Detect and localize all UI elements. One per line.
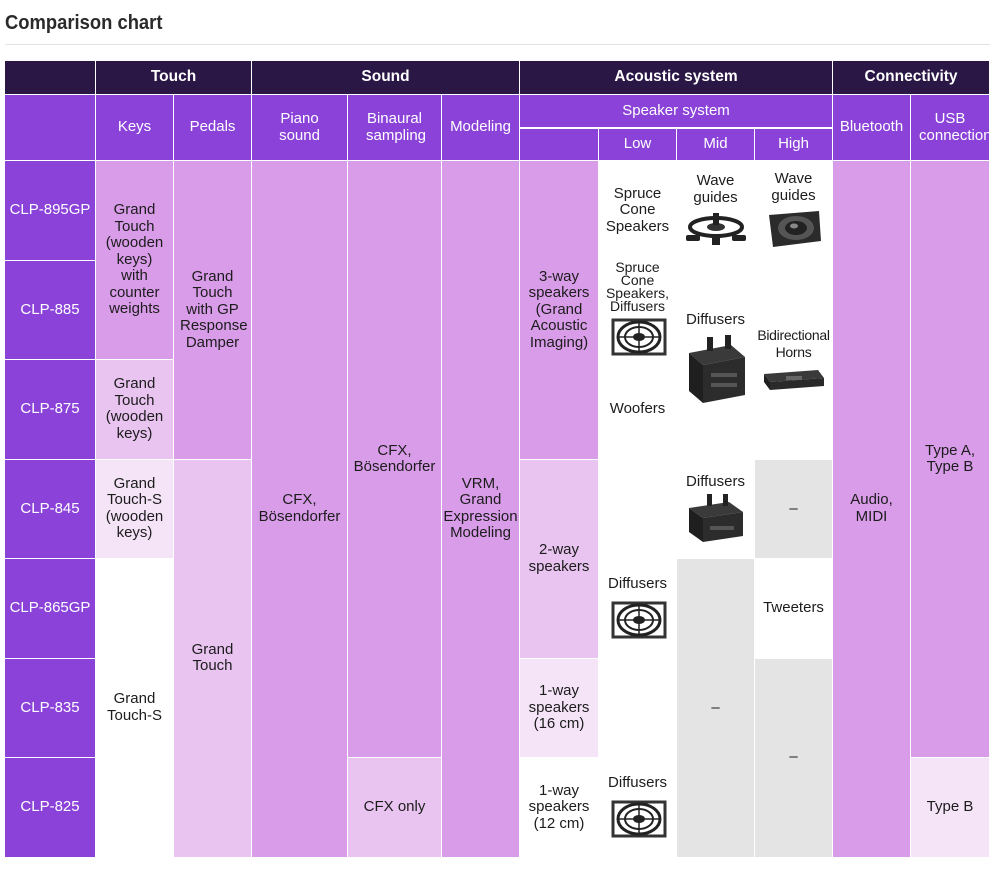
model-label: CLP-895GP <box>5 161 96 261</box>
modeling-cell: VRM, Grand Expression Modeling <box>442 161 520 858</box>
header-mid: Mid <box>677 128 755 161</box>
pedals-gp-response-damper: Grand Touch with GP Response Damper <box>180 267 248 351</box>
usb-cell: Type A, Type B <box>911 161 991 758</box>
keys-grand-touch-counter-weights: Grand Touch (wooden keys) with counter w… <box>105 201 164 318</box>
low-diffusers: Diffusers <box>608 575 667 592</box>
diffuser-icon <box>688 334 745 403</box>
header-binaural-sampling: Binaural sampling <box>348 95 442 161</box>
header-speaker-system: Speaker system <box>520 95 834 128</box>
wave-guide-mid-icon <box>685 213 746 246</box>
speaker-grille-icon <box>611 318 666 356</box>
header-low: Low <box>599 128 677 161</box>
model-label: CLP-845 <box>5 459 96 559</box>
high-cell: – <box>755 658 834 858</box>
high-none: – <box>789 748 798 766</box>
binaural-cfx-only: CFX only <box>363 798 426 815</box>
mid-diffusers: Diffusers <box>686 311 745 329</box>
low-cell: Woofers <box>599 360 677 460</box>
speaker-1way-12cm: 1-way speakers (12 cm) <box>528 781 590 832</box>
mid-none: – <box>711 698 720 716</box>
low-woofers: Woofers <box>609 400 666 417</box>
low-cell: Diffusers <box>599 459 677 758</box>
mid-diffusers-845: Diffusers <box>686 473 745 490</box>
model-label: CLP-875 <box>5 360 96 460</box>
pedals-grand-touch: Grand Touch <box>191 640 234 674</box>
pedals-cell: Grand Touch with GP Response Damper <box>174 161 252 460</box>
bidirectional-horn-icon <box>763 370 824 390</box>
low-cell: Diffusers <box>599 758 677 858</box>
keys-cell: Grand Touch (wooden keys) with counter w… <box>96 161 174 360</box>
speaker-system-cell: 2-way speakers <box>520 459 599 659</box>
high-cell: Tweeters <box>755 559 834 659</box>
low-spruce-cone: Spruce Cone Speakers <box>605 184 670 235</box>
speaker-3way: 3-way speakers (Grand Acoustic Imaging) <box>528 267 590 351</box>
mid-wave-guides: Wave guides <box>693 172 738 206</box>
speaker-grille-icon <box>611 601 666 638</box>
speaker-1way-16cm: 1-way speakers (16 cm) <box>528 682 590 732</box>
usb-cell: Type B <box>911 758 991 858</box>
high-bidirectional-horns: Bidirectional Horns <box>757 327 830 360</box>
header-high: High <box>755 128 834 161</box>
model-label: CLP-835 <box>5 658 96 758</box>
group-sound: Sound <box>252 61 520 95</box>
high-cell: Wave guides <box>755 161 834 261</box>
piano-sound-value: CFX, Bösendorfer <box>258 491 341 525</box>
binaural-value: CFX, Bösendorfer <box>353 441 436 475</box>
corner-cell <box>5 61 96 95</box>
mid-cell: Wave guides <box>677 161 755 261</box>
comparison-table: Touch Sound Acoustic system Connectivity… <box>5 61 991 858</box>
page-title: Comparison chart <box>5 12 163 34</box>
speaker-system-cell: 1-way speakers (16 cm) <box>520 658 599 758</box>
low-cell: Spruce Cone Speakers, Diffusers <box>599 260 677 360</box>
header-modeling: Modeling <box>442 95 520 161</box>
keys-grand-touch-s-wooden: Grand Touch-S (wooden keys) <box>105 474 164 542</box>
group-connectivity: Connectivity <box>833 61 991 95</box>
header-bluetooth: Bluetooth <box>833 95 912 161</box>
header-usb-connection: USB connection <box>911 95 991 161</box>
usb-type-a-b: Type A, Type B <box>925 441 976 475</box>
speaker-system-cell: 3-way speakers (Grand Acoustic Imaging) <box>520 161 599 460</box>
high-wave-guides: Wave guides <box>771 170 816 204</box>
bluetooth-value: Audio, MIDI <box>850 491 893 525</box>
low-cell: Spruce Cone Speakers <box>599 161 677 261</box>
title-divider <box>5 44 990 45</box>
high-none-845: – <box>789 499 798 517</box>
wave-guide-high-icon <box>768 211 821 248</box>
keys-cell: Grand Touch-S (wooden keys) <box>96 459 174 559</box>
header-keys: Keys <box>96 95 174 161</box>
pedals-cell: Grand Touch <box>174 459 252 858</box>
modeling-value: VRM, Grand Expression Modeling <box>443 474 518 542</box>
high-tweeters: Tweeters <box>763 599 824 616</box>
bluetooth-cell: Audio, MIDI <box>833 161 912 858</box>
speaker-grille-icon <box>611 800 666 837</box>
speaker-system-spacer <box>520 128 599 161</box>
group-touch: Touch <box>96 61 252 95</box>
model-header-cell <box>5 95 96 161</box>
group-acoustic-system: Acoustic system <box>520 61 834 95</box>
speaker-system-cell: 1-way speakers (12 cm) <box>520 758 599 858</box>
piano-sound-cell: CFX, Bösendorfer <box>252 161 348 858</box>
high-cell: Bidirectional Horns <box>755 260 834 460</box>
binaural-cell: CFX only <box>348 758 442 858</box>
header-piano-sound: Piano sound <box>252 95 348 161</box>
low-spruce-cone-diffusers: Spruce Cone Speakers, Diffusers <box>605 260 670 315</box>
keys-cell: Grand Touch (wooden keys) <box>96 360 174 460</box>
model-label: CLP-865GP <box>5 559 96 659</box>
model-label: CLP-825 <box>5 758 96 858</box>
keys-cell: Grand Touch-S <box>96 559 174 858</box>
diffuser-icon <box>688 493 743 542</box>
high-cell: – <box>755 459 834 559</box>
mid-cell: Diffusers <box>677 260 755 460</box>
binaural-cell: CFX, Bösendorfer <box>348 161 442 758</box>
low-diffusers-825: Diffusers <box>608 774 667 791</box>
speaker-2way: 2-way speakers <box>528 541 590 575</box>
mid-cell: – <box>677 559 755 858</box>
mid-cell: Diffusers <box>677 459 755 559</box>
model-label: CLP-885 <box>5 260 96 360</box>
keys-grand-touch-s: Grand Touch-S <box>106 690 163 724</box>
keys-grand-touch-wooden: Grand Touch (wooden keys) <box>105 375 164 442</box>
usb-type-b: Type B <box>926 798 974 815</box>
header-pedals: Pedals <box>174 95 252 161</box>
